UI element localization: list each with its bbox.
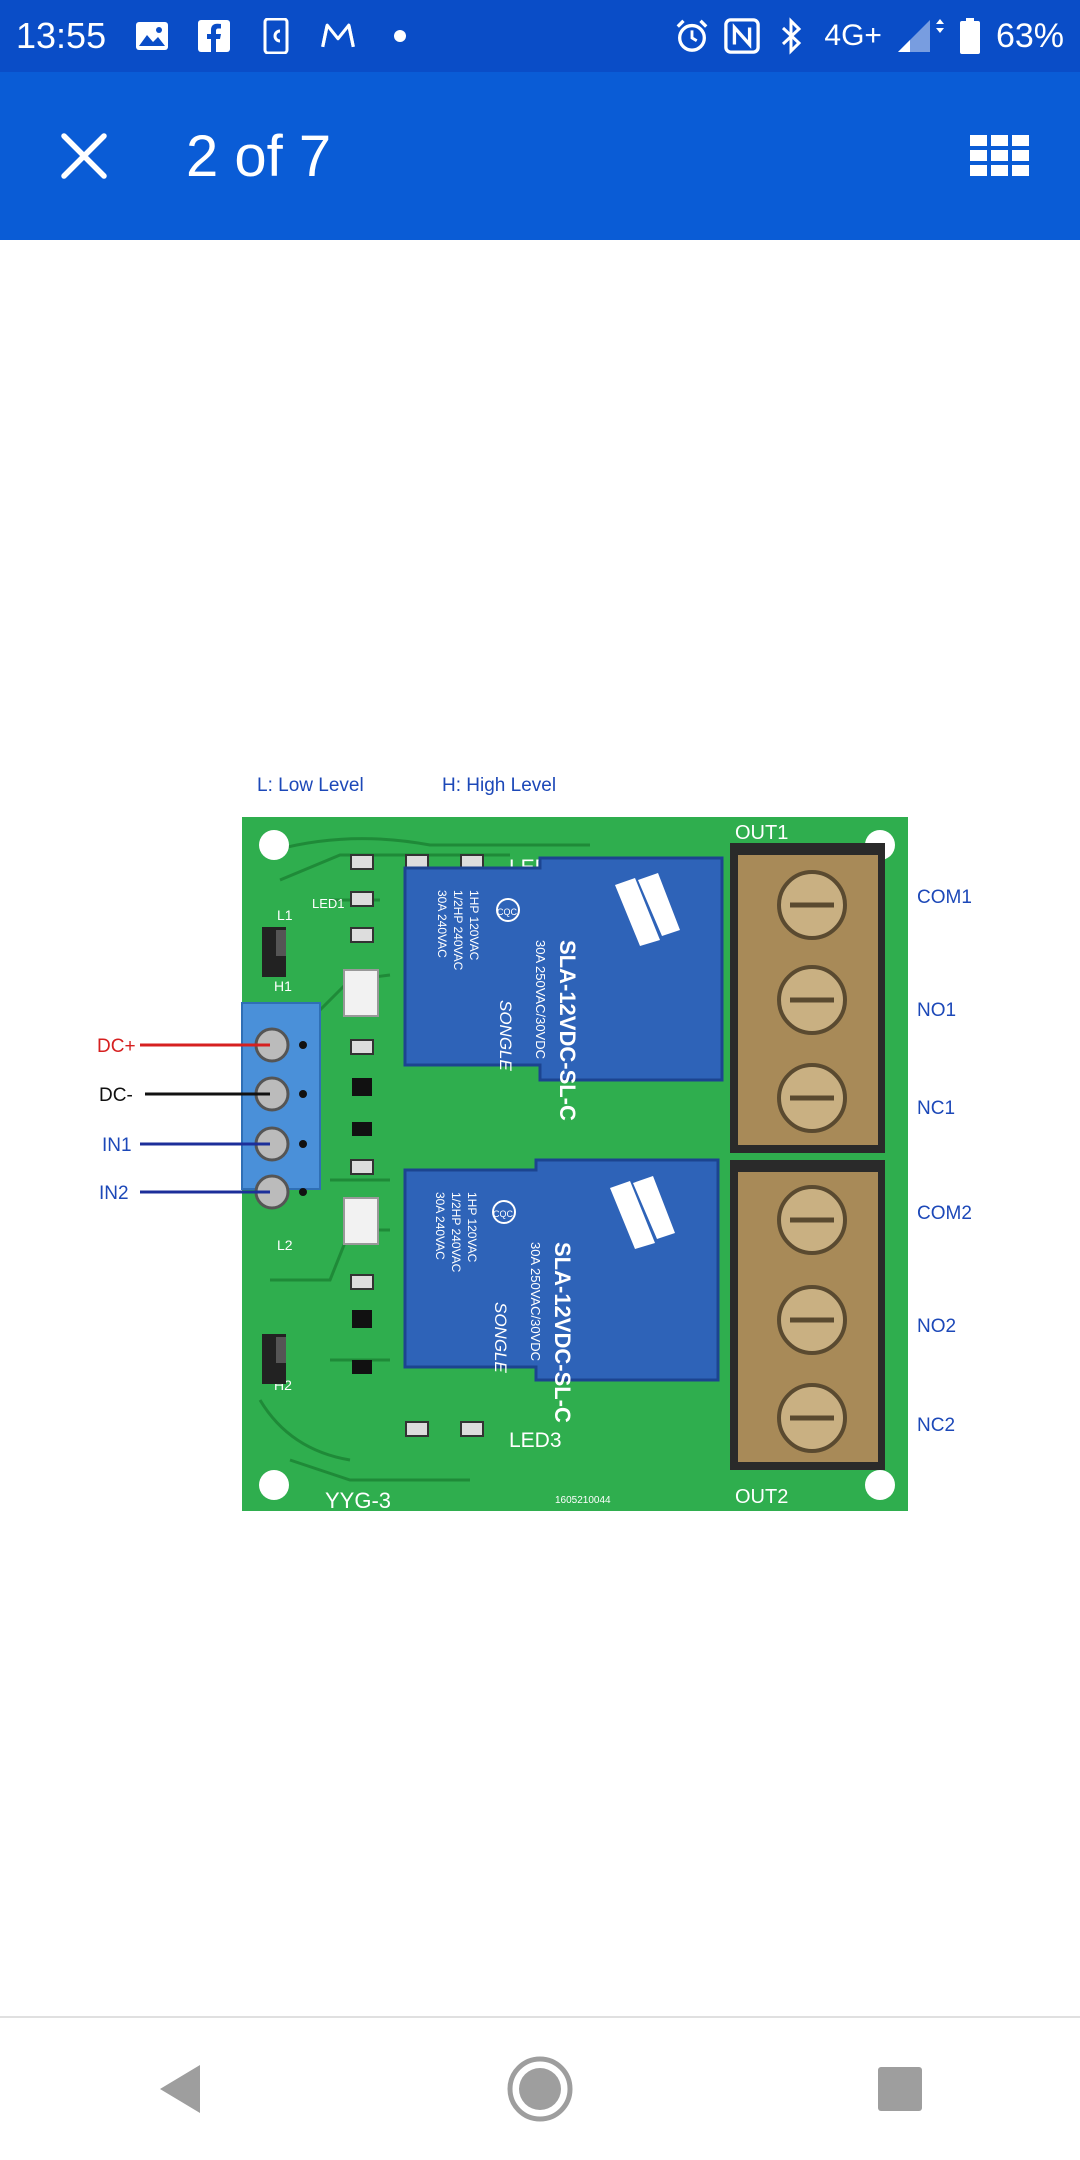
l1-label: L1 [277, 907, 293, 923]
output-terminal-block-1 [730, 843, 885, 1153]
home-button[interactable] [480, 2029, 600, 2149]
out2-label: OUT2 [735, 1486, 788, 1508]
svg-text:1/2HP 240VAC: 1/2HP 240VAC [449, 1192, 463, 1273]
h1-label: H1 [274, 978, 292, 994]
svg-text:SONGLE: SONGLE [496, 1000, 515, 1072]
app-bar: 2 of 7 [0, 72, 1080, 240]
home-icon [507, 2056, 573, 2122]
signal-icon [896, 18, 944, 54]
svg-text:30A 250VAC/30VDC: 30A 250VAC/30VDC [528, 1242, 543, 1361]
relay-2: SLA-12VDC-SL-C 30A 250VAC/30VDC SONGLE 1… [403, 1158, 720, 1423]
bluetooth-icon [774, 17, 810, 55]
notification-icons [134, 18, 418, 54]
recents-button[interactable] [840, 2029, 960, 2149]
mounting-hole [259, 830, 289, 860]
com1-label: COM1 [917, 887, 972, 908]
system-icons: 4G+ 63% [674, 17, 1064, 56]
svg-text:CQC: CQC [497, 907, 518, 917]
status-time: 13:55 [16, 15, 107, 56]
status-bar: 13:55 4G+ 63% [0, 0, 1080, 72]
svg-text:30A 250VAC/30VDC: 30A 250VAC/30VDC [533, 940, 548, 1059]
relay-1: SLA-12VDC-SL-C 30A 250VAC/30VDC SONGLE 1… [403, 856, 724, 1121]
svg-text:CQC: CQC [493, 1209, 514, 1219]
no1-label: NO1 [917, 1000, 956, 1021]
recents-icon [878, 2067, 922, 2111]
close-button[interactable] [48, 120, 120, 192]
image-viewer[interactable]: L: Low Level H: High Level LED2 LED1 LED… [0, 240, 1080, 2016]
relay-board-image: L: Low Level H: High Level LED2 LED1 LED… [90, 760, 990, 1560]
com2-label: COM2 [917, 1203, 972, 1224]
back-icon [160, 2065, 200, 2113]
system-navigation-bar [0, 2016, 1080, 2160]
no2-label: NO2 [917, 1316, 956, 1337]
input-terminal-block [241, 1002, 321, 1210]
grid-icon [970, 135, 1029, 176]
phone-icon [258, 18, 294, 54]
nc2-label: NC2 [917, 1415, 955, 1436]
svg-text:SLA-12VDC-SL-C: SLA-12VDC-SL-C [550, 1242, 575, 1423]
dot-icon [382, 18, 418, 54]
svg-text:1/2HP 240VAC: 1/2HP 240VAC [451, 890, 465, 971]
back-button[interactable] [120, 2029, 240, 2149]
serial-label: 1605210044 [555, 1495, 611, 1506]
dc-minus-label: DC- [99, 1085, 133, 1106]
mounting-hole [865, 1470, 895, 1500]
grid-view-button[interactable] [960, 116, 1040, 196]
mail-icon [320, 18, 356, 54]
image-counter-title: 2 of 7 [186, 123, 332, 189]
network-type: 4G+ [824, 19, 882, 52]
led3-label: LED3 [509, 1429, 562, 1452]
smd-components [343, 854, 484, 1437]
output-terminal-block-2 [730, 1160, 885, 1470]
out1-label: OUT1 [735, 822, 788, 844]
close-icon [61, 133, 107, 179]
battery-level: 63% [995, 16, 1064, 55]
svg-text:30A 240VAC: 30A 240VAC [435, 890, 449, 958]
nfc-icon [724, 18, 761, 54]
board-id-label: YYG-3 [325, 1488, 391, 1513]
battery-icon [958, 18, 982, 54]
alarm-icon [674, 18, 710, 54]
dc-plus-label: DC+ [97, 1036, 136, 1057]
led1-label: LED1 [312, 896, 345, 911]
svg-text:SLA-12VDC-SL-C: SLA-12VDC-SL-C [555, 940, 580, 1121]
image-icon [134, 18, 170, 54]
in2-label: IN2 [99, 1183, 129, 1204]
legend-low-level: L: Low Level [257, 775, 364, 796]
svg-text:SONGLE: SONGLE [491, 1302, 510, 1374]
legend-high-level: H: High Level [442, 775, 556, 796]
mounting-hole [259, 1470, 289, 1500]
nc1-label: NC1 [917, 1098, 955, 1119]
svg-text:30A 240VAC: 30A 240VAC [433, 1192, 447, 1260]
facebook-icon [196, 18, 232, 54]
svg-text:1HP 120VAC: 1HP 120VAC [467, 890, 481, 961]
in1-label: IN1 [102, 1135, 132, 1156]
l2-label: L2 [277, 1237, 293, 1253]
svg-text:1HP 120VAC: 1HP 120VAC [465, 1192, 479, 1263]
